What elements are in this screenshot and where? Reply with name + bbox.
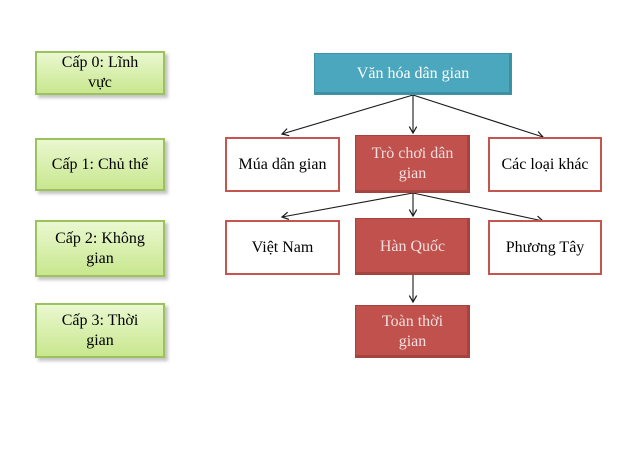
arrow-root-to-mua xyxy=(280,94,414,137)
legend-label-level-1: Cấp 1: Chủ thể xyxy=(51,155,149,173)
legend-label-level-0: Cấp 0: Lĩnh vực xyxy=(61,54,139,91)
node-phuong-tay: Phương Tây xyxy=(488,220,602,275)
legend-label-level-2: Cấp 2: Không gian xyxy=(55,229,145,267)
node-label: Toàn thời gian xyxy=(381,312,444,350)
node-van-hoa-dan-gian: Văn hóa dân gian xyxy=(314,53,512,95)
node-root-label: Văn hóa dân gian xyxy=(356,65,470,83)
legend-box-level-0: Cấp 0: Lĩnh vực xyxy=(35,51,165,95)
node-toan-thoi-gian: Toàn thời gian xyxy=(355,305,470,358)
node-label: Các loại khác xyxy=(501,155,589,173)
node-mua-dan-gian: Múa dân gian xyxy=(225,137,340,192)
node-label: Phương Tây xyxy=(505,238,585,256)
legend-label-level-3: Cấp 3: Thời gian xyxy=(61,311,139,349)
arrow-root-to-khac xyxy=(412,94,545,140)
arrow-trochoi-to-vietnam xyxy=(280,192,414,221)
node-han-quoc: Hàn Quốc xyxy=(355,218,470,275)
node-label: Múa dân gian xyxy=(238,155,327,173)
legend-box-level-3: Cấp 3: Thời gian xyxy=(35,303,165,358)
node-tro-choi-dan-gian: Trò chơi dân gian xyxy=(355,135,470,193)
node-label: Trò chơi dân gian xyxy=(371,145,454,182)
arrow-trochoi-to-phuongtay xyxy=(412,192,545,224)
node-label: Việt Nam xyxy=(251,238,314,256)
node-cac-loai-khac: Các loại khác xyxy=(488,137,602,192)
legend-box-level-2: Cấp 2: Không gian xyxy=(35,220,165,277)
node-viet-nam: Việt Nam xyxy=(225,220,340,275)
node-label: Hàn Quốc xyxy=(379,237,446,255)
legend-box-level-1: Cấp 1: Chủ thể xyxy=(35,138,165,191)
